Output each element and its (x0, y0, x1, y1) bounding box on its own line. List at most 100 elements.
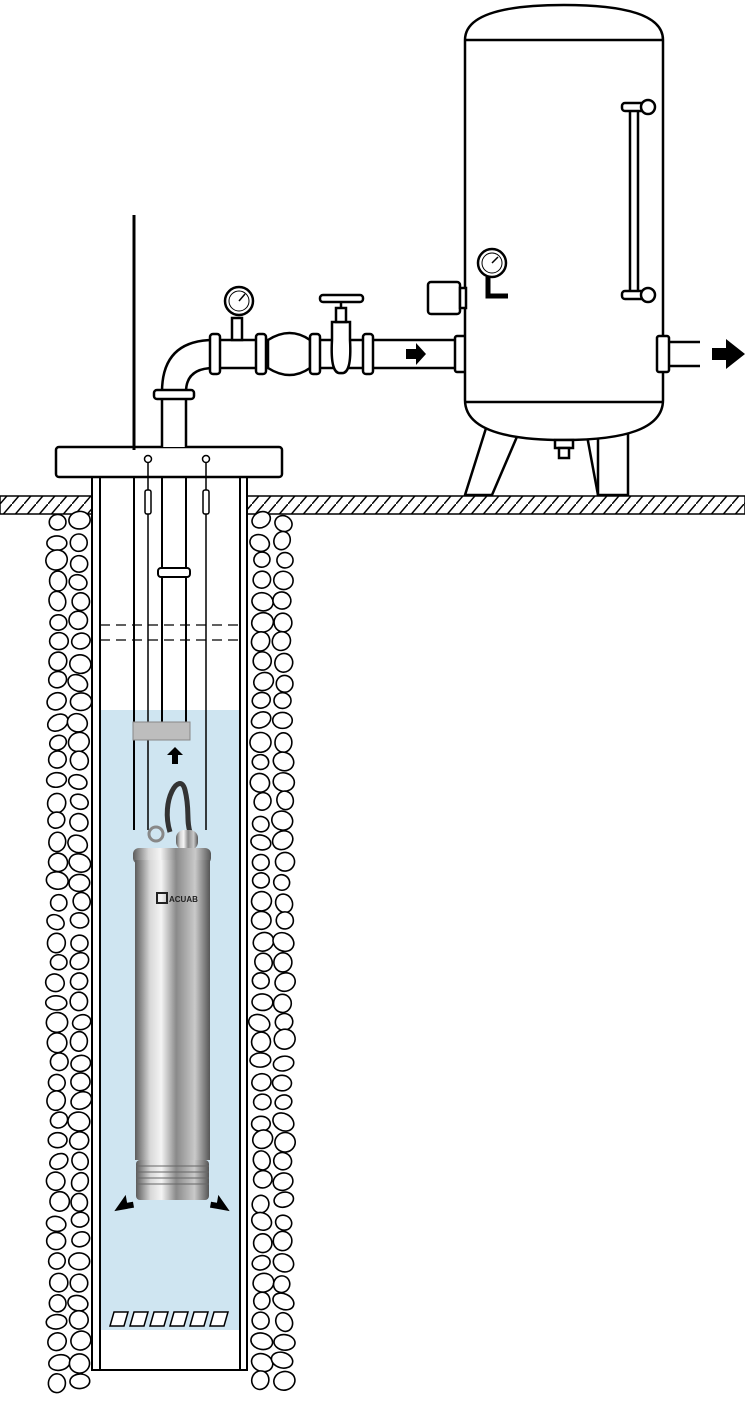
rock (49, 1190, 71, 1212)
rock (249, 772, 271, 793)
rock (46, 1032, 68, 1054)
rock (276, 790, 295, 811)
rock (251, 691, 272, 709)
rock (68, 873, 91, 893)
rock (252, 1291, 271, 1311)
rock (251, 510, 272, 529)
rock (272, 931, 295, 953)
rock (69, 1373, 91, 1390)
rock (274, 1131, 297, 1153)
suspension-ropes (143, 454, 211, 830)
rock (45, 1215, 67, 1233)
flow-arrow-icon (406, 343, 426, 365)
rock (251, 872, 271, 889)
rock (45, 771, 68, 789)
rock (47, 852, 69, 873)
rock (252, 1150, 271, 1171)
rock (271, 630, 292, 652)
rock (49, 1152, 69, 1171)
rock (272, 993, 293, 1014)
pressure-switch (426, 280, 462, 316)
rock (44, 973, 66, 993)
rock (69, 951, 90, 971)
rock (250, 1211, 273, 1232)
rock (49, 614, 68, 631)
rock (272, 1292, 295, 1311)
rock (45, 870, 69, 891)
pump-logo: ACUAB (156, 892, 198, 904)
rock (274, 652, 294, 673)
rock (274, 851, 296, 872)
pump-intake (136, 1160, 209, 1200)
rock (274, 732, 293, 754)
rock (272, 1112, 295, 1132)
rock (250, 890, 273, 912)
rock (67, 1252, 91, 1271)
rock (252, 1169, 273, 1189)
rock (249, 731, 272, 754)
pump-cable (164, 781, 193, 833)
drop-pipe (132, 477, 191, 764)
rock (270, 1351, 294, 1369)
rock (273, 530, 292, 551)
rock (69, 750, 90, 771)
rock (70, 632, 91, 650)
rock (251, 1254, 271, 1271)
rock (272, 1172, 294, 1192)
submersible-pump: ACUAB (114, 781, 230, 1212)
rock (49, 893, 68, 912)
flow-arrow-icon (209, 1194, 230, 1212)
svg-text:ACUAB: ACUAB (169, 895, 198, 904)
rock (48, 570, 68, 592)
rock (48, 1294, 67, 1313)
rock (272, 751, 295, 772)
rock (46, 713, 69, 732)
rock (272, 771, 296, 793)
rock (49, 1111, 69, 1129)
rock (48, 631, 70, 651)
rock (272, 1252, 295, 1273)
rock (250, 910, 272, 931)
rock (272, 1151, 293, 1171)
rock (48, 1353, 71, 1372)
rock (249, 533, 271, 553)
rock (272, 591, 292, 610)
rock (47, 750, 67, 769)
rock (273, 1191, 295, 1209)
rock (46, 1090, 67, 1112)
rock (251, 1311, 270, 1330)
rock (271, 711, 294, 730)
rock (273, 612, 293, 633)
rock (67, 834, 89, 854)
rock (47, 1252, 67, 1270)
rock (47, 811, 66, 829)
rock (66, 712, 89, 733)
rock (251, 753, 270, 771)
rock (48, 651, 68, 672)
rock (274, 514, 293, 533)
rock (251, 591, 274, 612)
rock (67, 731, 91, 753)
rock (252, 570, 272, 589)
sight-glass (620, 98, 657, 304)
rock (253, 551, 271, 568)
rock (69, 972, 89, 991)
rock (68, 654, 92, 675)
rock (45, 549, 69, 571)
rock (48, 513, 67, 531)
check-valve (266, 331, 312, 377)
rock (67, 673, 89, 693)
rock (71, 591, 91, 612)
rock (67, 773, 88, 790)
pressure-gauge-icon (476, 247, 508, 299)
rock (47, 1332, 68, 1352)
cable-gland (176, 830, 198, 850)
rock (68, 1131, 90, 1151)
rock (273, 1028, 296, 1050)
rock (68, 510, 91, 530)
rock (252, 1233, 273, 1254)
rock (251, 853, 270, 872)
flow-arrow-icon (114, 1194, 135, 1212)
well-cap (54, 445, 284, 479)
